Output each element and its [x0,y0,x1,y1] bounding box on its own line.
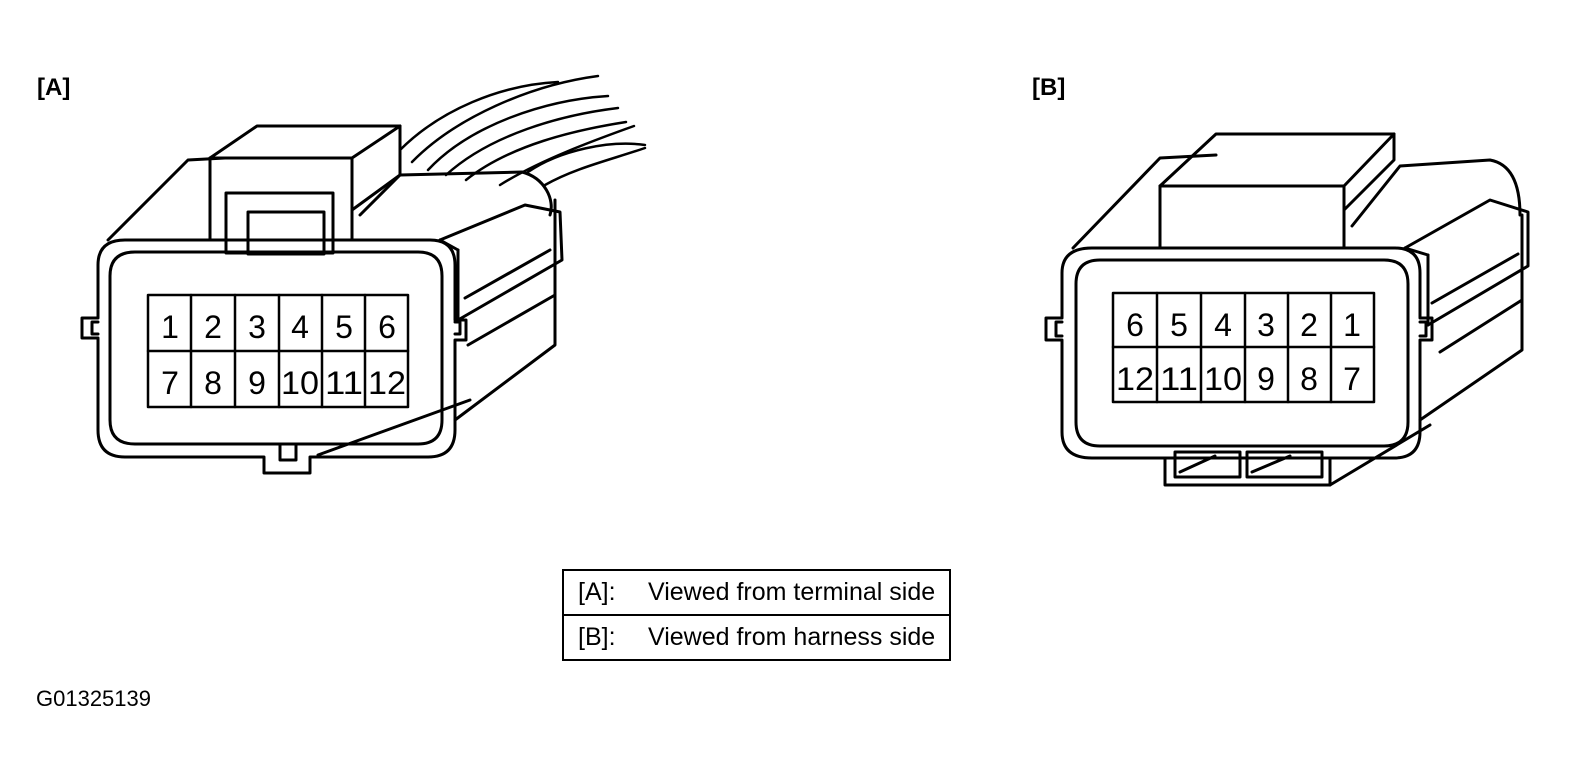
connector-a-wires [398,74,647,187]
legend-cell: [B]: Viewed from harness side [561,614,952,661]
legend-cell: [A]: Viewed from terminal side [561,569,952,616]
legend-table: [A]: Viewed from terminal side [B]: Viewed… [561,569,952,661]
pin-label: 1 [161,309,179,345]
connector-a [80,74,647,475]
pin-label: 12 [368,365,406,401]
legend-row: [A]: Viewed from terminal side [561,569,952,616]
pin-label: 1 [1343,307,1361,343]
pin-label: 4 [291,309,309,345]
pin-label: 6 [378,309,396,345]
pin-label: 12 [1116,361,1154,397]
panel-b-label: [B] [1032,74,1066,101]
pin-label: 2 [1300,307,1318,343]
pin-label: 3 [248,309,266,345]
pin-label: 10 [1204,361,1242,397]
pin-label: 3 [1257,307,1275,343]
pin-label: 7 [161,365,179,401]
legend-tag: [A]: [578,578,616,606]
pin-label: 9 [1257,361,1275,397]
legend-text: Viewed from terminal side [648,578,936,606]
pin-label: 10 [281,365,319,401]
pin-label: 6 [1126,307,1144,343]
pin-label: 7 [1343,361,1361,397]
pin-label: 8 [204,365,222,401]
panel-a-label: [A] [37,74,71,101]
pin-label: 5 [1170,307,1188,343]
legend-text: Viewed from harness side [648,623,936,651]
figure-id: G01325139 [36,686,151,711]
pin-label: 11 [325,365,363,401]
pin-label: 11 [1160,361,1198,397]
legend-row: [B]: Viewed from harness side [561,614,952,661]
pin-label: 9 [248,365,266,401]
pin-label: 4 [1214,307,1232,343]
pin-label: 5 [335,309,353,345]
pin-label: 8 [1300,361,1318,397]
legend-tag: [B]: [578,623,616,651]
connector-b [1044,132,1530,487]
pin-label: 2 [204,309,222,345]
